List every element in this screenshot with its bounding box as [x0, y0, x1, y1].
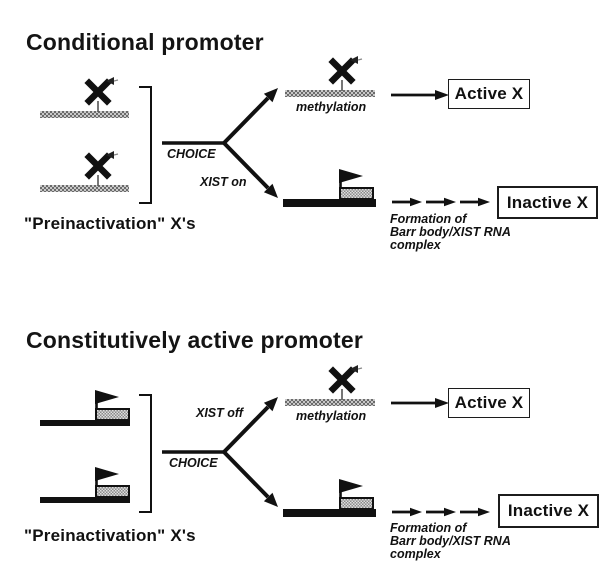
preinactivation-x-bar [40, 111, 129, 118]
active-x-box: Active X [448, 388, 530, 418]
xist-state-label: XIST on [200, 175, 247, 189]
formation-line: Formation of [390, 521, 467, 535]
formation-line: Barr body/XIST RNA [390, 534, 511, 548]
promoter-arrow-icon [95, 467, 119, 487]
formation-caption: Formation of Barr body/XIST RNA complex [390, 213, 511, 252]
section-title: Conditional promoter [26, 29, 264, 55]
choice-fork-arrows [162, 88, 278, 198]
inactive-x-chromosome-bar [283, 199, 376, 207]
choice-label: CHOICE [167, 147, 216, 161]
methylation-label: methylation [296, 100, 367, 114]
xist-locus-box [95, 408, 130, 421]
crossed-promoter-x-icon [84, 151, 119, 186]
to-active-arrow [391, 398, 449, 408]
formation-line: Formation of [390, 212, 467, 226]
barr-body-progression-arrows [392, 507, 490, 517]
inactive-x-label: Inactive X [507, 501, 590, 520]
promoter-arrow-icon [339, 169, 363, 189]
barr-body-progression-arrows [392, 197, 490, 207]
active-x-box: Active X [448, 79, 530, 109]
crossed-promoter-x-icon [328, 365, 363, 400]
preinactivation-x-bar [40, 185, 129, 192]
choice-label: CHOICE [169, 456, 218, 470]
to-active-arrow [391, 90, 449, 100]
inactive-x-label: Inactive X [506, 192, 589, 212]
xist-locus-box [339, 497, 374, 510]
crossed-promoter-x-icon [84, 77, 119, 112]
xist-locus-box [339, 187, 374, 200]
formation-line: complex [390, 238, 441, 252]
active-x-label: Active X [454, 393, 524, 412]
section-title: Constitutively active promoter [26, 327, 364, 353]
xist-state-label: XIST off [196, 406, 243, 420]
inactive-x-chromosome-bar [283, 509, 376, 517]
methylation-label: methylation [296, 409, 367, 423]
inactive-x-box: Inactive X [497, 186, 598, 219]
formation-line: complex [390, 547, 441, 561]
inactive-x-box: Inactive X [498, 494, 599, 528]
preinactivation-x-bar [40, 420, 130, 426]
active-x-label: Active X [454, 84, 524, 103]
preinactivation-x-bar [40, 497, 130, 503]
grouping-bracket [139, 394, 152, 513]
promoter-arrow-icon [95, 390, 119, 410]
crossed-promoter-x-icon [328, 56, 363, 91]
promoter-arrow-icon [339, 479, 363, 499]
methylated-x-bar [285, 399, 375, 406]
choice-fork-arrows [162, 397, 278, 507]
xist-locus-box [95, 485, 130, 498]
preinactivation-label: "Preinactivation" X's [24, 214, 196, 233]
formation-line: Barr body/XIST RNA [390, 225, 511, 239]
formation-caption: Formation of Barr body/XIST RNA complex [390, 522, 511, 561]
methylated-x-bar [285, 90, 375, 97]
grouping-bracket [139, 86, 152, 204]
preinactivation-label: "Preinactivation" X's [24, 526, 196, 545]
